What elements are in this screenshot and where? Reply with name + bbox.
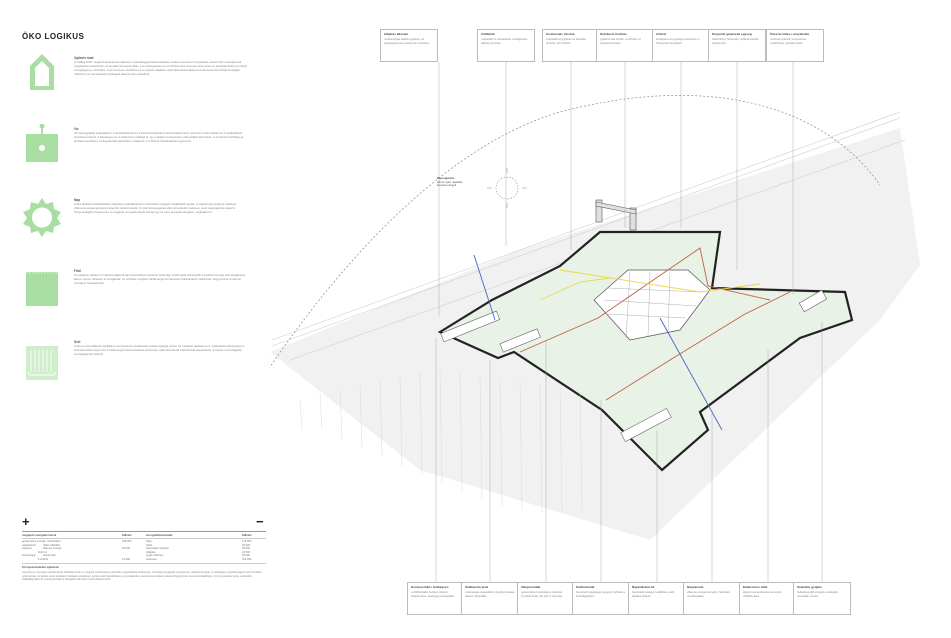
sun-note-title: Napsugárzás <box>437 176 455 180</box>
label-card: Napkollektorok használati melegvíz előáll… <box>628 582 686 615</box>
left-unit: kWh/év <box>122 533 132 537</box>
label-body: hulladékgyűjtő szigetek a látogatói útvo… <box>797 591 838 598</box>
note-heading: Környezetvédelmi eljárások <box>22 565 59 569</box>
label-title: Szélturbinák <box>576 585 595 589</box>
section-body: A Csillag Erőd meglévő épületeinek alacs… <box>74 60 247 76</box>
label-card: Passzív hűtés / árnyékolás mobil árnyékol… <box>766 29 824 62</box>
label-body: gyökérzónás tisztító, a tisztított víz ú… <box>600 38 641 45</box>
left-header: megújuló energiaforrások <box>22 533 57 537</box>
label-title: Talajszondák <box>521 585 541 589</box>
label-body: csapadékvíz gyűjtése és tárolása, öntözé… <box>546 38 587 45</box>
label-body: csapadékvíz visszatartás, hőszigetelés, … <box>481 38 529 45</box>
section-body: A Duna menti állandó széljárás a termész… <box>74 344 245 356</box>
page-title: ÖKO LOGIKUS <box>22 32 85 41</box>
label-body: használati melegvíz előállítás a déli tá… <box>632 591 675 598</box>
label-body: villamos energia termelés, hálózatra vis… <box>687 591 731 598</box>
label-card: Szélturbinák kisméretű függőleges tengely… <box>572 582 630 615</box>
sun-note: Napsugárzás téli és nyári napállás, bees… <box>437 176 464 188</box>
label-body: geotermikus hőszivattyús rendszer szonda… <box>521 591 563 598</box>
energy-balance-table: + − megújuló energiaforrások kWh/év ener… <box>22 514 266 619</box>
label-body: meteorológiai adatok gyűjtése, az épület… <box>384 38 430 45</box>
section-heading: Nap <box>74 198 81 202</box>
label-card: Zöld út kerékpáros és gyalogos kapcsolat,… <box>652 29 710 62</box>
right-unit: kWh/év <box>242 533 252 537</box>
sun-node-icon <box>26 124 58 162</box>
label-title: Komposztáló / feldolgozó <box>411 585 449 589</box>
label-title: Napkollektorok <box>632 585 655 589</box>
label-body: mobil árnyékolók, természetes szellőztet… <box>770 38 807 45</box>
right-header: energiafelhasználás <box>146 533 173 537</box>
label-card: Zöldtetők csapadékvíz visszatartás, hőszi… <box>477 29 535 62</box>
label-title: Szelektív gyűjtés <box>797 585 822 589</box>
label-title: Időjárás állomás <box>384 32 409 36</box>
label-title: Szürkevíz tisztítás <box>600 32 627 36</box>
label-title: Szikkasztó árok <box>465 585 489 589</box>
label-card: Szelektív gyűjtés hulladékgyűjtő szigetek… <box>793 582 851 615</box>
label-body: kisméretű függőleges tengelyű turbinák a… <box>576 591 626 598</box>
label-title: Zöldtetők <box>481 32 495 36</box>
left-values: 185 000 95 000 12 000 <box>122 540 132 561</box>
gate-structure <box>595 199 637 231</box>
star-ring-icon <box>23 198 61 237</box>
sun-note-body: téli és nyári napállás, beesési szögek <box>437 179 464 188</box>
label-card: Napelemek villamos energia termelés, háló… <box>683 582 741 615</box>
section-body: A déli tájolású tetőfelületekre telepíte… <box>74 202 237 214</box>
label-card: Elektromos töltő elektromos kerékpárok és… <box>739 582 797 615</box>
label-title: Zöld út <box>656 32 667 36</box>
ground-block-icon <box>26 272 58 306</box>
label-card: Időjárás állomás meteorológiai adatok gyű… <box>380 29 438 62</box>
section-body: Az épületek fűtését és hűtését talajszon… <box>74 273 247 285</box>
plus-sign: + <box>22 514 30 529</box>
wind-field-icon <box>26 346 58 380</box>
label-title: Passzív hűtés / árnyékolás <box>770 32 810 36</box>
label-title: Elektromos töltő <box>743 585 768 589</box>
right-values: 178 000 62 000 48 000 24 000 30 000 342 … <box>242 540 252 561</box>
label-card: Központi gépészeti egység hőszivattyú, hő… <box>708 29 766 62</box>
minus-sign: − <box>256 514 264 529</box>
label-card: Ciszternák / tárolók csapadékvíz gyűjtése… <box>542 29 600 62</box>
section-body: Az összegyűjtött csapadékvíz a tetőfelül… <box>74 131 244 143</box>
left-items: geotermikus energia hőszivattyú napkolle… <box>22 540 62 561</box>
section-heading: Optimis mod <box>74 56 94 60</box>
label-title: Ciszternák / tárolók <box>546 32 575 36</box>
section-heading: Szél <box>74 340 81 344</box>
label-card: Szikkasztó árok a felesleges csapadékvíz … <box>461 582 519 615</box>
label-body: elektromos kerékpárok és autók töltőállo… <box>743 591 782 598</box>
label-body: a felesleges csapadékvíz helyben tartása… <box>465 591 515 598</box>
label-card: Talajszondák geotermikus hőszivattyús ren… <box>517 582 575 615</box>
label-title: Központi gépészeti egység <box>712 32 752 36</box>
label-body: a zöldhulladék helyben történő feldolgoz… <box>411 591 455 598</box>
label-card: Komposztáló / feldolgozó a zöldhulladék h… <box>407 582 465 615</box>
house-outline-icon <box>30 54 54 90</box>
site-axonometric-plan <box>270 62 920 582</box>
sun-icon <box>495 176 519 200</box>
fortress-outline <box>437 230 854 472</box>
label-card: Szürkevíz tisztítás gyökérzónás tisztító,… <box>596 29 654 62</box>
label-body: kerékpáros és gyalogos kapcsolat, a Duna… <box>656 38 700 45</box>
right-items: fűtés hűtés használati melegvíz világítá… <box>146 540 169 561</box>
label-body: hőszivattyú, hőcserélő, pufferelt tároló… <box>712 38 759 45</box>
section-heading: Föld <box>74 269 81 273</box>
note-body: A komárom-monostori erődrendszer felújít… <box>22 571 262 582</box>
label-title: Napelemek <box>687 585 704 589</box>
section-heading: Víz <box>74 127 79 131</box>
